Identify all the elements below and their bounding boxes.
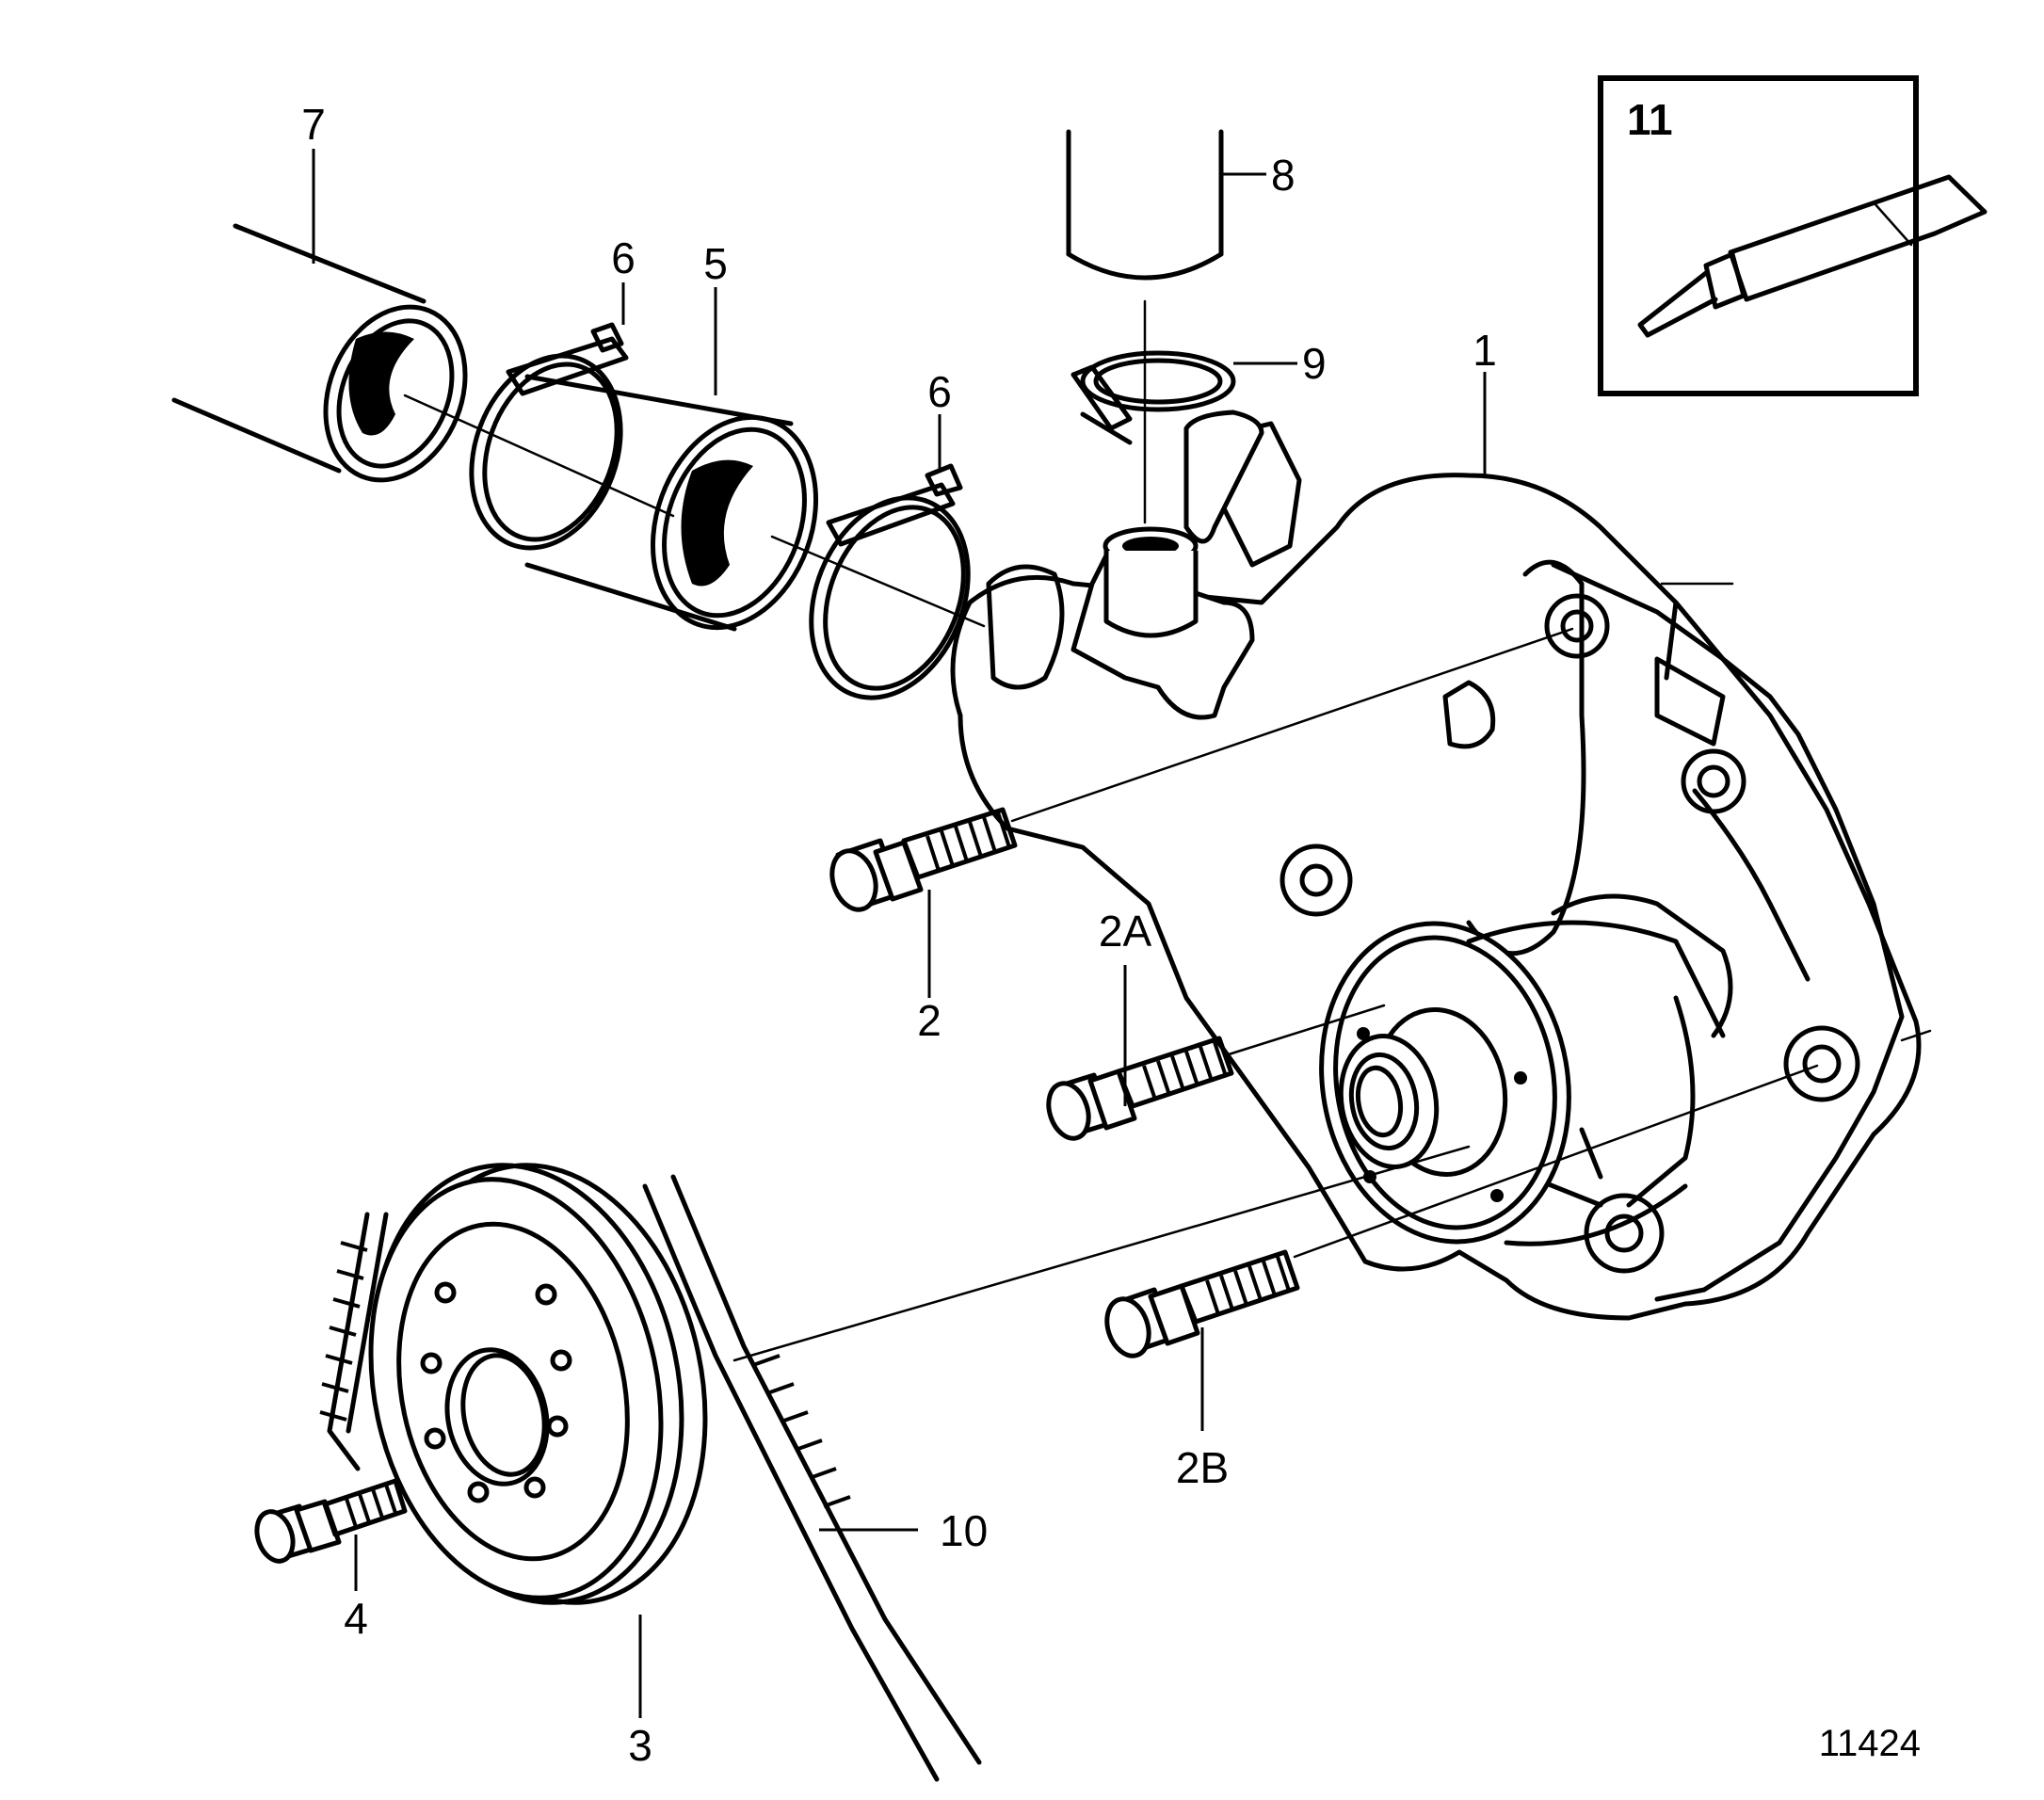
callout-2: 2 bbox=[917, 996, 942, 1045]
v-belt bbox=[319, 1174, 982, 1782]
callout-5: 5 bbox=[703, 239, 728, 288]
callout-9: 9 bbox=[1302, 339, 1327, 388]
callout-7: 7 bbox=[301, 100, 326, 149]
pump-housing bbox=[950, 410, 1922, 1321]
hose-clamp-9 bbox=[1070, 350, 1236, 445]
pump-hub-flange bbox=[1319, 920, 1726, 1246]
figure-number: 11424 bbox=[1819, 1723, 1921, 1764]
bolt-2a bbox=[1046, 1036, 1234, 1141]
hose-8 bbox=[1066, 129, 1224, 281]
hose-5 bbox=[524, 374, 819, 632]
callout-4: 4 bbox=[344, 1594, 368, 1643]
pulley-3 bbox=[368, 1163, 708, 1605]
hose-clamp-left bbox=[469, 322, 629, 551]
callout-2a: 2A bbox=[1099, 907, 1152, 956]
callout-1: 1 bbox=[1473, 326, 1497, 375]
sealant-tube-icon bbox=[1637, 174, 1988, 338]
assembly-lines bbox=[403, 299, 1932, 1491]
callout-2b: 2B bbox=[1176, 1443, 1229, 1492]
callout-11: 11 bbox=[1627, 95, 1673, 144]
bolt-2b bbox=[1104, 1249, 1300, 1358]
inset-sealant-box bbox=[1598, 75, 1988, 396]
bolt-2 bbox=[829, 807, 1018, 912]
callout-6-right: 6 bbox=[927, 367, 952, 416]
leader-lines bbox=[312, 149, 1487, 1718]
callout-10: 10 bbox=[940, 1506, 988, 1555]
bolt-4 bbox=[254, 1478, 408, 1564]
callout-3: 3 bbox=[628, 1721, 652, 1770]
callout-8: 8 bbox=[1271, 151, 1296, 200]
callout-6-left: 6 bbox=[611, 233, 636, 282]
pipe-7 bbox=[171, 223, 468, 483]
